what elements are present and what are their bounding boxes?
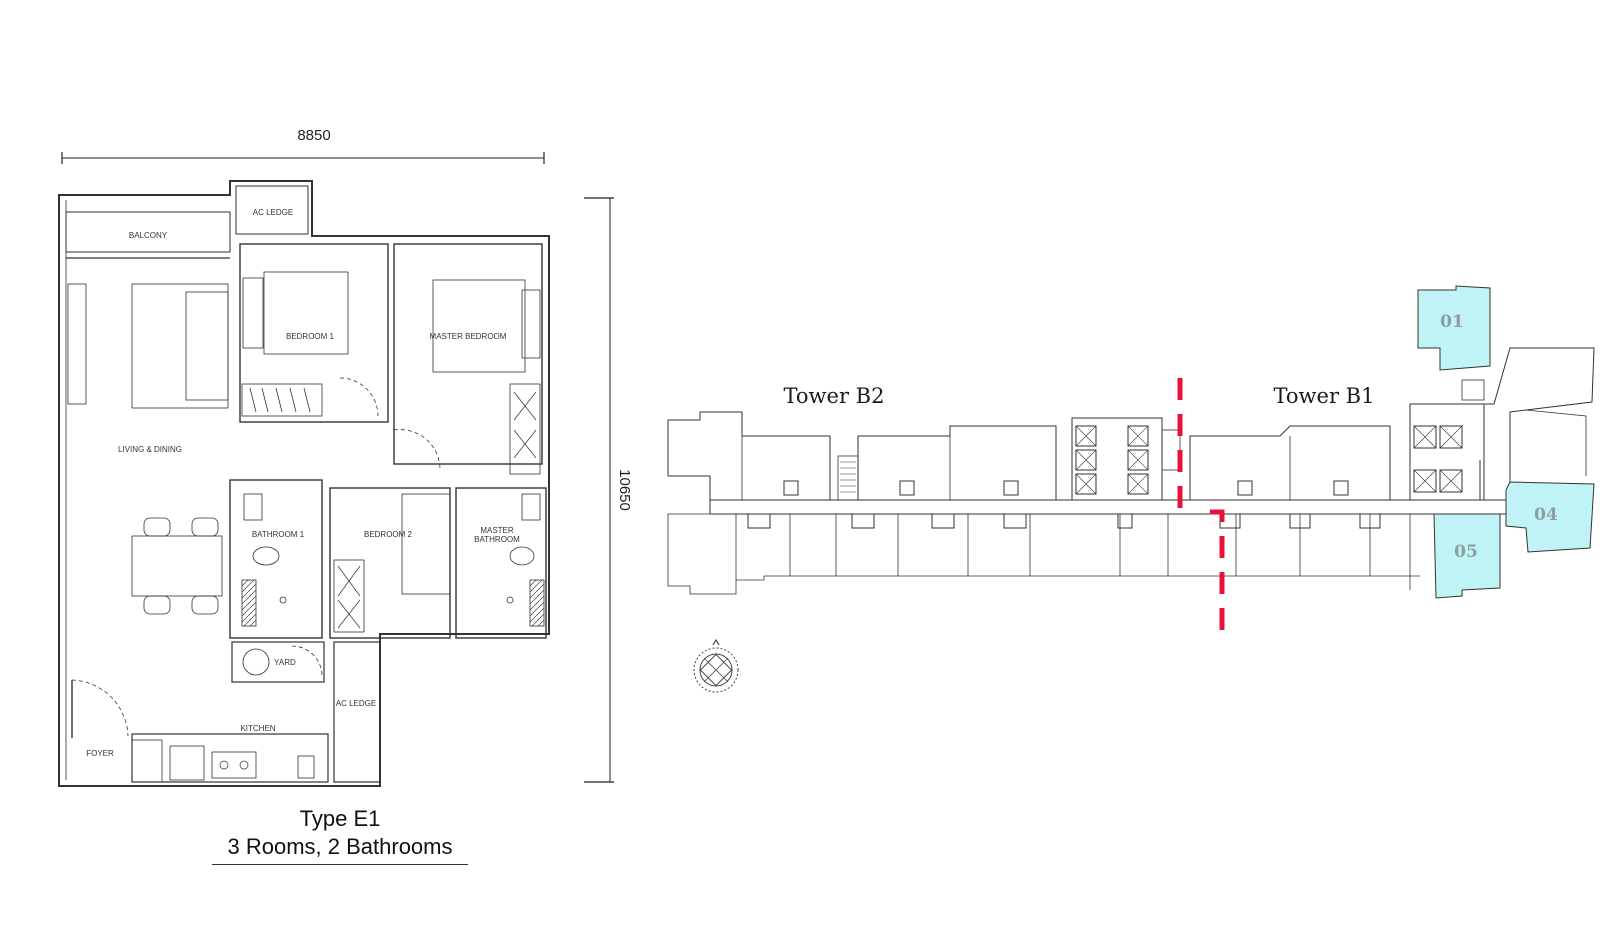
balcony-label: BALCONY [129,231,168,240]
yard-label: YARD [274,658,296,667]
south-block [667,513,1420,595]
floor-plan [58,152,614,787]
bedroom-2-label: BEDROOM 2 [364,530,413,539]
tv-console [67,283,87,405]
living-dining-label: LIVING & DINING [118,445,182,454]
outer-wall [58,180,550,787]
width-dimension [61,152,545,164]
unit-04 [1505,481,1595,553]
master-bathroom [455,487,547,639]
dining-table [131,535,223,597]
north-block [667,411,1481,501]
bedroom-1-label: BEDROOM 1 [286,332,335,341]
highlighted-units [1417,285,1595,599]
height-dimension [584,197,614,783]
unit-05-label: 05 [1454,542,1478,562]
unit-type-title: Type E1 [299,806,381,831]
balcony [65,211,231,253]
master-bathroom-label-1: MASTER [480,526,514,535]
bedroom-1 [239,243,389,423]
sofa [131,283,229,409]
lift-core-east [1409,403,1485,501]
tower-b2-label: Tower B2 [784,384,885,408]
section-cut-line [1177,378,1225,630]
kitchen [131,733,329,783]
bathroom-1 [229,479,323,639]
tower-b1-label: Tower B1 [1274,384,1375,408]
master-bedroom [393,243,543,465]
unit-room-summary: 3 Rooms, 2 Bathrooms [227,834,453,859]
yard [231,641,325,683]
bathroom-1-label: BATHROOM 1 [252,530,305,539]
width-dimension-label: 8850 [297,127,330,144]
kitchen-label: KITCHEN [240,724,275,733]
ac-ledge-side [333,641,381,783]
ac-ledge-side-label: AC LEDGE [336,699,376,708]
east-wing [1484,347,1595,490]
height-dimension-label: 10650 [616,469,633,511]
corridor [709,499,1507,515]
caption-underline [212,864,468,865]
ac-ledge-top-label: AC LEDGE [253,208,293,217]
unit-01 [1417,285,1491,371]
unit-04-label: 04 [1534,505,1558,525]
ac-ledge-top [235,185,309,235]
master-bedroom-label: MASTER BEDROOM [430,332,507,341]
unit-01-label: 01 [1440,312,1464,332]
compass-icon [693,638,739,693]
unit-05 [1433,513,1501,599]
master-bathroom-label-2: BATHROOM [474,535,520,544]
foyer-label: FOYER [86,749,114,758]
